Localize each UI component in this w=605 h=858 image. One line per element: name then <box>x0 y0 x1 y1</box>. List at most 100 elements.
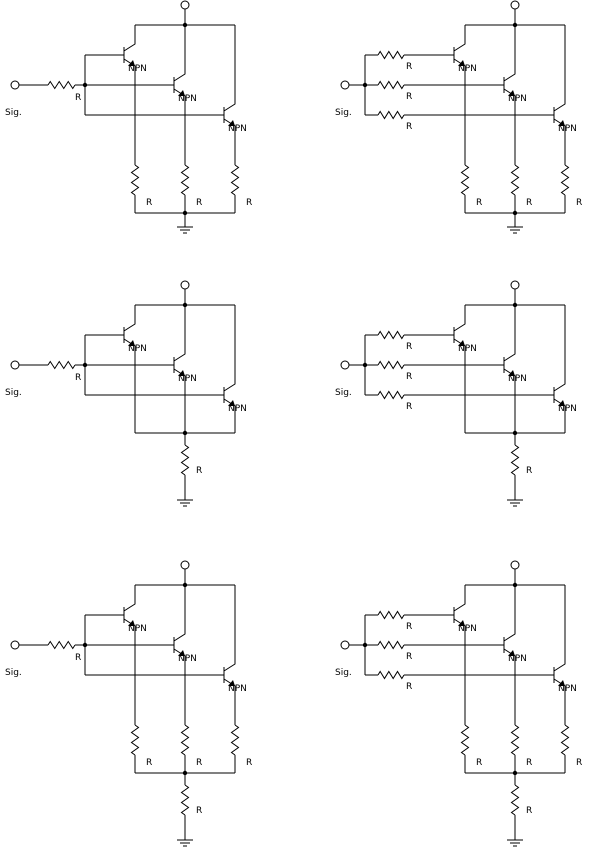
resistor-symbol <box>180 164 190 196</box>
input-resistor-label: R <box>75 93 81 103</box>
emitter-arrow <box>508 90 515 96</box>
npn-transistor: NPN <box>223 305 247 415</box>
transistor-label: NPN <box>128 624 147 634</box>
input-resistor-label: R <box>406 92 412 102</box>
supply-terminal <box>510 280 520 290</box>
input-resistor-label: R <box>75 653 81 663</box>
resistor-symbol <box>377 360 405 370</box>
emitter-arrow <box>458 60 465 66</box>
signal-label: Sig. <box>5 668 22 678</box>
ground-symbol <box>177 226 193 234</box>
npn-transistor: NPN <box>173 25 197 105</box>
ground-symbol <box>177 839 193 847</box>
resistor-symbol <box>230 724 240 756</box>
emitter-arrow <box>508 370 515 376</box>
input-resistor-label: R <box>75 373 81 383</box>
transistor-label: NPN <box>228 684 247 694</box>
npn-transistor: NPN <box>503 25 527 105</box>
resistor-symbol <box>47 80 76 90</box>
emitter-arrow <box>128 60 135 66</box>
signal-input-terminal <box>10 80 20 90</box>
transistor-label: NPN <box>228 404 247 414</box>
npn-transistor: NPN <box>123 585 147 635</box>
npn-transistor: NPN <box>223 25 247 135</box>
npn-transistor: NPN <box>123 25 147 75</box>
transistor-label: NPN <box>508 94 527 104</box>
transistor-label: NPN <box>128 64 147 74</box>
emitter-arrow <box>458 620 465 626</box>
resistor-symbol <box>47 360 76 370</box>
common-resistor-label: R <box>526 466 532 476</box>
resistor-symbol <box>510 724 520 756</box>
supply-terminal <box>510 0 520 10</box>
resistor-symbol <box>180 444 190 476</box>
emitter-arrow <box>178 370 185 376</box>
resistor-symbol <box>377 80 405 90</box>
signal-label: Sig. <box>335 108 352 118</box>
emitter-arrow <box>128 340 135 346</box>
emitter-resistor-label: R <box>476 198 482 208</box>
resistor-symbol <box>377 50 405 60</box>
emitter-arrow <box>458 340 465 346</box>
resistor-symbol <box>180 724 190 756</box>
transistor-label: NPN <box>178 654 197 664</box>
ground-symbol <box>507 226 523 234</box>
transistor-label: NPN <box>558 124 577 134</box>
npn-transistor: NPN <box>173 305 197 385</box>
input-resistor-label: R <box>406 402 412 412</box>
emitter-resistor-label: R <box>146 198 152 208</box>
npn-transistor: NPN <box>123 305 147 355</box>
npn-transistor: NPN <box>503 305 527 385</box>
signal-label: Sig. <box>5 388 22 398</box>
emitter-resistor-label: R <box>196 198 202 208</box>
npn-transistor: NPN <box>173 585 197 665</box>
resistor-symbol <box>460 724 470 756</box>
resistor-symbol <box>377 110 405 120</box>
resistor-symbol <box>377 610 405 620</box>
ground-symbol <box>177 499 193 507</box>
resistor-symbol <box>510 164 520 196</box>
emitter-arrow <box>508 650 515 656</box>
emitter-arrow <box>558 400 565 406</box>
emitter-arrow <box>228 120 235 126</box>
common-resistor-label: R <box>526 806 532 816</box>
npn-transistor: NPN <box>453 585 477 635</box>
resistor-symbol <box>560 164 570 196</box>
transistor-label: NPN <box>128 344 147 354</box>
emitter-arrow <box>228 400 235 406</box>
resistor-symbol <box>130 164 140 196</box>
signal-input-terminal <box>10 640 20 650</box>
transistor-label: NPN <box>558 684 577 694</box>
emitter-arrow <box>128 620 135 626</box>
transistor-label: NPN <box>178 94 197 104</box>
resistor-symbol <box>460 164 470 196</box>
transistor-label: NPN <box>458 344 477 354</box>
emitter-resistor-label: R <box>526 198 532 208</box>
emitter-arrow <box>178 90 185 96</box>
emitter-resistor-label: R <box>576 198 582 208</box>
emitter-resistor-label: R <box>476 758 482 768</box>
resistor-symbol <box>47 640 76 650</box>
transistor-label: NPN <box>458 64 477 74</box>
emitter-resistor-label: R <box>526 758 532 768</box>
supply-terminal <box>180 280 190 290</box>
input-resistor-label: R <box>406 652 412 662</box>
ground-symbol <box>507 839 523 847</box>
supply-terminal <box>180 560 190 570</box>
emitter-resistor-label: R <box>196 758 202 768</box>
emitter-resistor-label: R <box>146 758 152 768</box>
transistor-label: NPN <box>178 374 197 384</box>
transistor-label: NPN <box>508 654 527 664</box>
resistor-symbol <box>377 390 405 400</box>
resistor-symbol <box>510 784 520 816</box>
transistor-label: NPN <box>508 374 527 384</box>
input-resistor-label: R <box>406 122 412 132</box>
ground-symbol <box>507 499 523 507</box>
npn-transistor: NPN <box>453 25 477 75</box>
npn-transistor: NPN <box>553 585 577 695</box>
